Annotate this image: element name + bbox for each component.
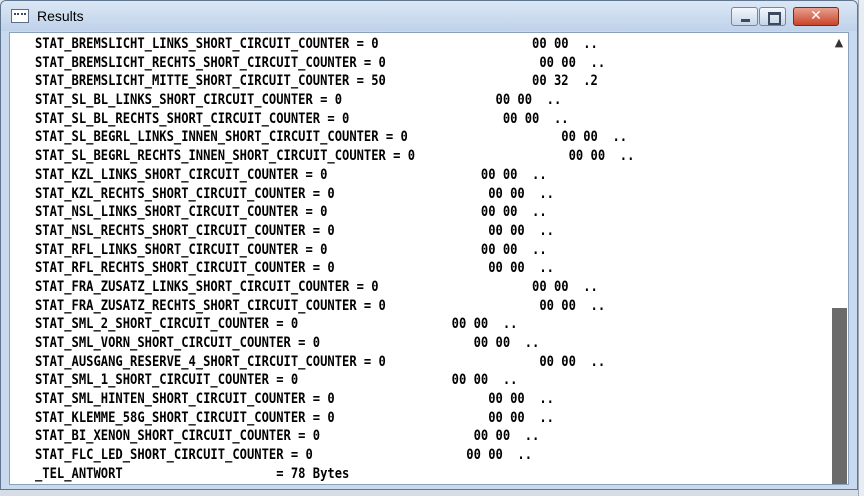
result-line: _TEL_ANTWORT = 78 Bytes (35, 465, 350, 482)
desktop-bottom-strip (0, 490, 858, 496)
close-icon: ✕ (810, 8, 822, 24)
vertical-scrollbar[interactable]: ▲ (830, 33, 848, 484)
result-line: STAT_BREMSLICHT_MITTE_SHORT_CIRCUIT_COUN… (35, 73, 598, 90)
title-bar[interactable]: Results ✕ (1, 1, 857, 31)
minimize-icon (732, 8, 757, 25)
console-icon[interactable] (11, 9, 29, 23)
result-line: STAT_KZL_LINKS_SHORT_CIRCUIT_COUNTER = 0… (35, 166, 547, 183)
results-text-area[interactable]: STAT_BREMSLICHT_LINKS_SHORT_CIRCUIT_COUN… (9, 32, 849, 485)
result-line: STAT_SML_1_SHORT_CIRCUIT_COUNTER = 0 00 … (35, 372, 518, 389)
window-title: Results (37, 8, 84, 24)
window-bottom-border (1, 485, 857, 489)
result-line: STAT_NSL_RECHTS_SHORT_CIRCUIT_COUNTER = … (35, 222, 554, 239)
result-line: STAT_SL_BEGRL_RECHTS_INNEN_SHORT_CIRCUIT… (35, 148, 635, 165)
result-line: STAT_RFL_RECHTS_SHORT_CIRCUIT_COUNTER = … (35, 260, 554, 277)
close-button[interactable]: ✕ (793, 7, 839, 26)
result-line: STAT_BREMSLICHT_RECHTS_SHORT_CIRCUIT_COU… (35, 54, 606, 71)
maximize-button[interactable] (759, 7, 786, 26)
result-line: STAT_SML_2_SHORT_CIRCUIT_COUNTER = 0 00 … (35, 316, 518, 333)
result-line: STAT_RFL_LINKS_SHORT_CIRCUIT_COUNTER = 0… (35, 241, 547, 258)
result-line: STAT_SL_BEGRL_LINKS_INNEN_SHORT_CIRCUIT_… (35, 129, 628, 146)
result-line: STAT_FRA_ZUSATZ_RECHTS_SHORT_CIRCUIT_COU… (35, 297, 606, 314)
scroll-up-arrow-icon[interactable]: ▲ (834, 36, 844, 49)
result-line: STAT_SML_VORN_SHORT_CIRCUIT_COUNTER = 0 … (35, 335, 540, 351)
result-line: STAT_FRA_ZUSATZ_LINKS_SHORT_CIRCUIT_COUN… (35, 278, 598, 295)
minimize-button[interactable] (731, 7, 758, 26)
result-line: STAT_FLC_LED_SHORT_CIRCUIT_COUNTER = 0 0… (35, 447, 533, 464)
results-lines: STAT_BREMSLICHT_LINKS_SHORT_CIRCUIT_COUN… (35, 35, 634, 484)
result-line: STAT_KZL_RECHTS_SHORT_CIRCUIT_COUNTER = … (35, 185, 554, 202)
result-line: STAT_KLEMME_58G_SHORT_CIRCUIT_COUNTER = … (35, 409, 554, 426)
result-line: STAT_AUSGANG_RESERVE_4_SHORT_CIRCUIT_COU… (35, 353, 606, 370)
result-line: STAT_SML_HINTEN_SHORT_CIRCUIT_COUNTER = … (35, 391, 554, 408)
result-line: STAT_SL_BL_RECHTS_SHORT_CIRCUIT_COUNTER … (35, 110, 569, 127)
result-line: STAT_NSL_LINKS_SHORT_CIRCUIT_COUNTER = 0… (35, 204, 547, 221)
result-line: STAT_SL_BL_LINKS_SHORT_CIRCUIT_COUNTER =… (35, 92, 562, 109)
maximize-icon (760, 8, 785, 25)
scroll-thumb[interactable] (832, 308, 847, 484)
background-window-edge (858, 0, 864, 496)
result-line: STAT_BREMSLICHT_LINKS_SHORT_CIRCUIT_COUN… (35, 36, 598, 52)
result-line: STAT_BI_XENON_SHORT_CIRCUIT_COUNTER = 0 … (35, 428, 540, 445)
